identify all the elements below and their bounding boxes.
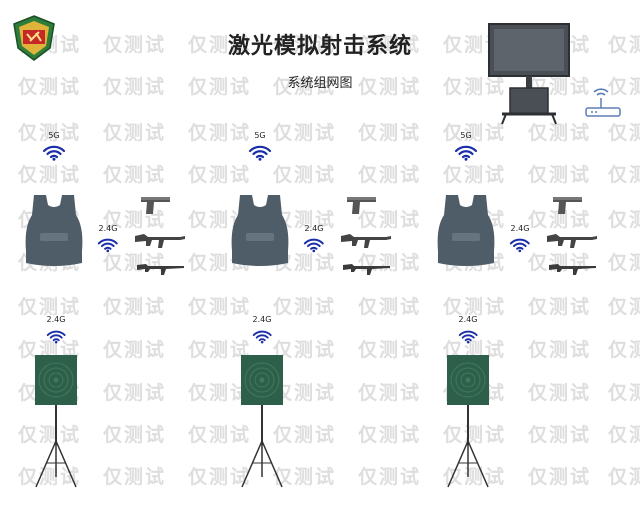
- watermark-text: 仅测试: [103, 122, 167, 144]
- watermark-text: 仅测试: [608, 466, 640, 488]
- watermark-text: 仅测试: [528, 382, 592, 404]
- wifi-icon: [248, 145, 272, 161]
- pistol-icon: [347, 197, 376, 214]
- tripod-icon: [447, 405, 489, 488]
- wifi-icon: [458, 330, 478, 344]
- wifi-icon: [46, 330, 66, 344]
- rifle-icon: [547, 234, 597, 248]
- watermark-text: 仅测试: [103, 339, 167, 361]
- rifle-icon: [343, 264, 390, 275]
- wifi-icon: [510, 238, 530, 253]
- watermark-text: 仅测试: [608, 382, 640, 404]
- watermark-text: 仅测试: [103, 382, 167, 404]
- watermark-text: 仅测试: [103, 164, 167, 186]
- page-subtitle: 系统组网图: [287, 76, 353, 91]
- rifle-icon: [341, 234, 391, 248]
- rifle-icon: [135, 234, 185, 248]
- signal-label-target: 2.4G: [46, 315, 66, 324]
- watermark-text: 仅测试: [358, 122, 422, 144]
- signal-label-24g: 2.4G: [304, 224, 324, 233]
- watermark-text: 仅测试: [358, 339, 422, 361]
- display-screen-icon: [488, 23, 570, 125]
- watermark-text: 仅测试: [528, 164, 592, 186]
- pistol-icon: [553, 197, 582, 214]
- watermark-text: 仅测试: [18, 164, 82, 186]
- vest-icon: [25, 195, 83, 266]
- signal-label-5g: 5G: [460, 131, 472, 140]
- watermark-text: 仅测试: [188, 164, 252, 186]
- emblem-icon: [13, 15, 55, 61]
- watermark-text: 仅测试: [358, 382, 422, 404]
- watermark-text: 仅测试: [528, 424, 592, 446]
- watermark-text: 仅测试: [528, 296, 592, 318]
- signal-label-target: 2.4G: [458, 315, 478, 324]
- vest-icon: [437, 195, 495, 266]
- watermark-text: 仅测试: [608, 424, 640, 446]
- signal-label-5g: 5G: [48, 131, 60, 140]
- wifi-icon: [304, 238, 324, 253]
- watermark-text: 仅测试: [358, 424, 422, 446]
- signal-label-24g: 2.4G: [98, 224, 118, 233]
- tripod-icon: [35, 405, 77, 488]
- rifle-icon: [137, 264, 184, 275]
- watermark-text: 仅测试: [608, 164, 640, 186]
- watermark-text: 仅测试: [103, 296, 167, 318]
- wifi-icon: [98, 238, 118, 253]
- watermark-text: 仅测试: [528, 339, 592, 361]
- target-icon: [241, 355, 283, 405]
- watermark-text: 仅测试: [608, 122, 640, 144]
- wifi-icon: [252, 330, 272, 344]
- rifle-icon: [549, 264, 596, 275]
- watermark-text: 仅测试: [273, 296, 337, 318]
- watermark-text: 仅测试: [608, 296, 640, 318]
- watermark-text: 仅测试: [443, 164, 507, 186]
- target-icon: [447, 355, 489, 405]
- watermark-text: 仅测试: [608, 252, 640, 274]
- signal-label-5g: 5G: [254, 131, 266, 140]
- wifi-icon: [42, 145, 66, 161]
- watermark-text: 仅测试: [273, 122, 337, 144]
- watermark-text: 仅测试: [103, 424, 167, 446]
- watermark-text: 仅测试: [608, 339, 640, 361]
- watermark-text: 仅测试: [358, 296, 422, 318]
- watermark-text: 仅测试: [528, 466, 592, 488]
- pistol-icon: [141, 197, 170, 214]
- signal-label-target: 2.4G: [252, 315, 272, 324]
- vest-icon: [231, 195, 289, 266]
- wifi-icon: [454, 145, 478, 161]
- watermark-text: 仅测试: [608, 209, 640, 231]
- target-icon: [35, 355, 77, 405]
- watermark-text: 仅测试: [103, 466, 167, 488]
- watermark-text: 仅测试: [358, 164, 422, 186]
- router-icon: [585, 88, 621, 117]
- watermark-text: 仅测试: [358, 466, 422, 488]
- watermark-text: 仅测试: [273, 164, 337, 186]
- page-title: 激光模拟射击系统: [227, 34, 412, 59]
- signal-label-24g: 2.4G: [510, 224, 530, 233]
- tripod-icon: [241, 405, 283, 488]
